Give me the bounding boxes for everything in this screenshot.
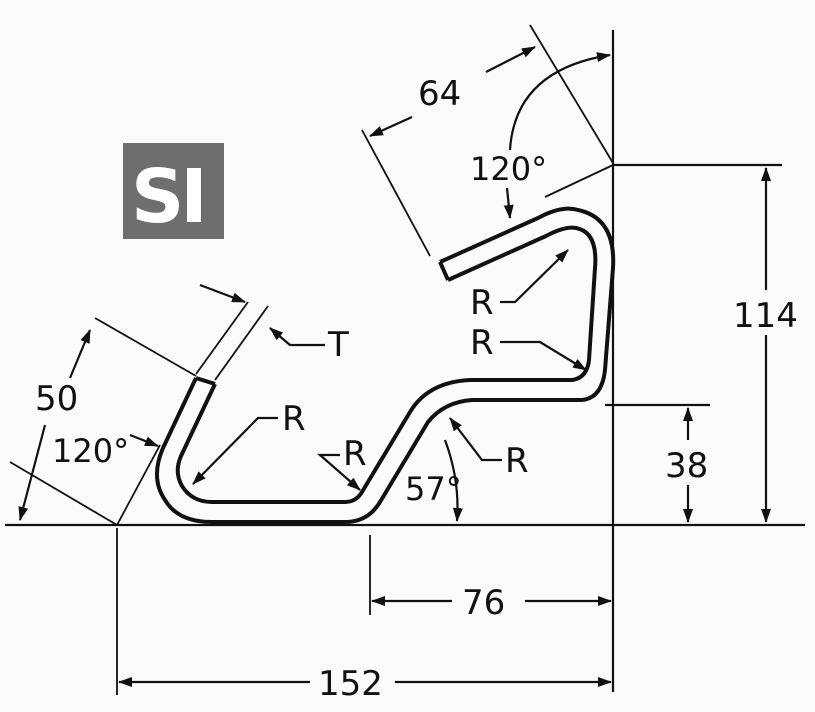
si-badge-text: SI [131, 154, 204, 240]
dimension-38-label: 38 [665, 446, 708, 486]
radius-leader-4: R [470, 249, 569, 323]
dimension-50-label: 50 [35, 379, 78, 419]
radius-label-2: R [343, 434, 367, 474]
radius-leader-1: R [192, 399, 306, 485]
part-end-right [438, 261, 450, 281]
radius-leader-2: R [317, 434, 367, 491]
dimension-152-label: 152 [318, 664, 383, 704]
part-outer-edge [155, 206, 616, 524]
radius-label-1: R [282, 399, 306, 439]
angle-57: 57° [405, 439, 463, 522]
dimension-64: 64 [361, 24, 614, 257]
radius-label-3: R [505, 441, 529, 481]
radius-leader-3: R [449, 417, 529, 481]
dimension-114-label: 114 [733, 296, 798, 336]
radius-label-5: R [470, 323, 494, 363]
si-badge: SI [123, 143, 224, 240]
radius-label-4: R [470, 283, 494, 323]
part-inner-edge [175, 225, 598, 504]
angle-120-left: 120° [52, 432, 161, 526]
radius-leader-5: R [470, 323, 587, 371]
dimension-114: 114 [733, 167, 798, 523]
angle-120-left-label: 120° [52, 432, 129, 470]
dimension-152: 152 [116, 528, 612, 704]
si-badge-background [123, 143, 224, 239]
dimension-38: 38 [665, 407, 708, 523]
dimension-76-label: 76 [462, 583, 505, 623]
thickness-label: T [327, 325, 349, 365]
angle-120-top-label: 120° [470, 150, 547, 188]
dimension-76: 76 [369, 535, 612, 623]
angle-57-label: 57° [405, 470, 462, 508]
dimension-50: 50 [9, 317, 197, 526]
dimension-64-label: 64 [418, 74, 461, 114]
angle-120-top: 120° [470, 52, 614, 219]
thickness-dimension: T [195, 283, 349, 381]
part-end-left [195, 376, 216, 386]
part-profile [155, 206, 616, 524]
